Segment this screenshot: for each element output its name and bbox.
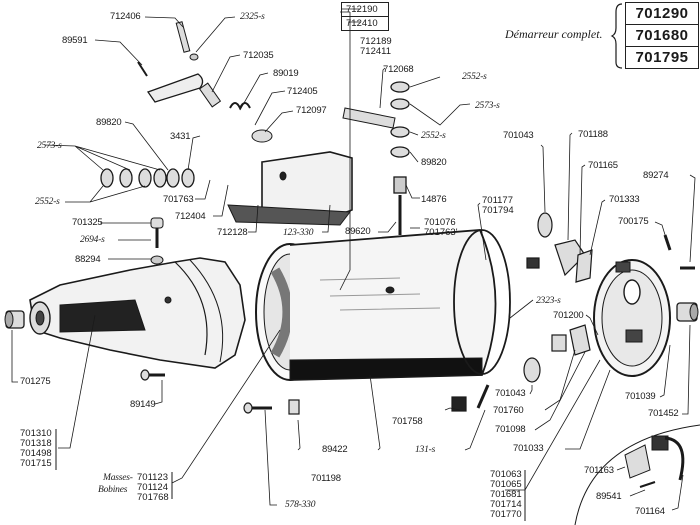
shift-lever	[137, 21, 273, 143]
part-label: 712411	[360, 46, 391, 57]
washer-stack-center	[390, 81, 410, 235]
part-label-2694s: 2694-s	[80, 235, 105, 245]
part-label-712035: 712035	[243, 50, 274, 61]
part-label: 701124	[137, 482, 168, 493]
part-label-89541: 89541	[596, 491, 622, 502]
part-label: 701498	[20, 448, 52, 459]
part-label-701325: 701325	[72, 217, 103, 228]
part-label-712405: 712405	[287, 86, 318, 97]
part-label-578-330: 578-330	[285, 500, 316, 510]
part-label-712128: 712128	[217, 227, 248, 238]
part-label-701043: 701043	[495, 388, 526, 399]
part-label-701200: 701200	[553, 310, 584, 321]
part-label-701033: 701033	[513, 443, 544, 454]
part-label: 701123	[137, 472, 168, 483]
part-label-89149: 89149	[130, 399, 156, 410]
part-label: 701794	[482, 205, 514, 216]
part-label: 701763'	[424, 227, 458, 238]
assembly-number: 701795	[635, 49, 689, 66]
part-label: 701715	[20, 458, 52, 469]
part-label-131s: 131-s	[415, 445, 436, 455]
part-label-712406: 712406	[110, 11, 141, 22]
part-group-701177: 701177 701794	[482, 196, 514, 216]
assembly-title: Démarreur complet.	[505, 27, 603, 41]
part-label-701165: 701165	[588, 160, 618, 171]
assembly-number: 701680	[626, 25, 698, 47]
switch-housing	[227, 151, 353, 226]
part-label: 712189	[360, 36, 392, 47]
assembly-part-numbers: 701290 701680 701795	[625, 2, 699, 69]
part-label-701164: 701164	[635, 506, 665, 517]
part-label-701188: 701188	[578, 129, 608, 140]
commutator-end-plate	[593, 259, 671, 377]
part-label: 712410	[346, 18, 378, 29]
part-label: 701310	[20, 428, 52, 439]
brace-title	[610, 3, 623, 69]
contact-strip-712068	[342, 107, 396, 129]
part-label-89422: 89422	[322, 444, 348, 455]
brush-holder-parts	[140, 212, 695, 415]
part-label-701098: 701098	[495, 424, 526, 435]
yoke-field-frame	[255, 229, 511, 381]
part-label-700175: 700175	[618, 216, 649, 227]
part-label: 701076	[424, 217, 456, 228]
washer-stack-left	[100, 168, 195, 188]
boxed-part-group: 712190 712410	[341, 2, 389, 31]
drive-end-housing	[29, 257, 246, 369]
part-label: 701768	[137, 492, 169, 503]
terminal-bolt	[150, 217, 164, 265]
part-label-2552s: 2552-s	[421, 131, 446, 141]
part-label-2573s: 2573-s	[475, 101, 500, 111]
part-label-89820: 89820	[421, 157, 447, 168]
part-label: 701714	[490, 499, 522, 510]
part-label: 712190	[342, 3, 388, 17]
part-label-89620: 89620	[345, 226, 371, 237]
part-label: 701681	[490, 489, 522, 500]
part-label-88294: 88294	[75, 254, 101, 265]
bobines-caption: Bobines	[98, 485, 128, 495]
part-label-123-330: 123-330	[283, 228, 314, 238]
part-label-701760: 701760	[493, 405, 524, 416]
part-label: 701065	[490, 479, 522, 490]
part-group-712189: 712189 712411	[360, 37, 392, 57]
part-group-housing: 701310 701318 701498 701715	[20, 429, 52, 469]
part-label-712404: 712404	[175, 211, 206, 222]
part-label-14876: 14876	[421, 194, 447, 205]
part-label: 701770	[490, 509, 522, 520]
part-group-coils: 701123 701124 701768	[137, 473, 169, 503]
part-label-89591: 89591	[62, 35, 88, 46]
part-label: 701318	[20, 438, 52, 449]
part-label-701333: 701333	[609, 194, 640, 205]
bushing-701452	[676, 302, 699, 322]
part-label-701758: 701758	[392, 416, 423, 427]
part-label-89274: 89274	[643, 170, 669, 181]
part-label-701198: 701198	[311, 473, 341, 484]
part-label-712097: 712097	[296, 105, 327, 116]
part-label-89820: 89820	[96, 117, 122, 128]
part-label-701043: 701043	[503, 130, 534, 141]
part-label-701763: 701763	[163, 194, 194, 205]
part-label-2552s: 2552-s	[35, 197, 60, 207]
part-group-brushes: 701063 701065 701681 701714 701770	[490, 470, 522, 520]
part-label-2573s: 2573-s	[37, 141, 62, 151]
part-label-2552s: 2552-s	[462, 72, 487, 82]
part-label-2323s: 2323-s	[536, 296, 561, 306]
brush-inset	[574, 424, 700, 525]
part-label-701452: 701452	[648, 408, 679, 419]
part-label-89019: 89019	[273, 68, 299, 79]
bushing-701275	[4, 310, 25, 329]
part-label-701039: 701039	[625, 391, 656, 402]
part-label-712068: 712068	[383, 64, 414, 75]
part-label-701275: 701275	[20, 376, 51, 387]
part-group-701076: 701076 701763'	[424, 218, 458, 238]
part-label-701163: 701163	[584, 465, 614, 476]
part-label: 701177	[482, 195, 513, 206]
part-label: 701063	[490, 469, 522, 480]
part-label-3431: 3431	[170, 131, 191, 142]
part-label-2325s: 2325-s	[240, 12, 265, 22]
assembly-number: 701290	[626, 3, 698, 25]
masses-caption: Masses-	[103, 473, 133, 483]
